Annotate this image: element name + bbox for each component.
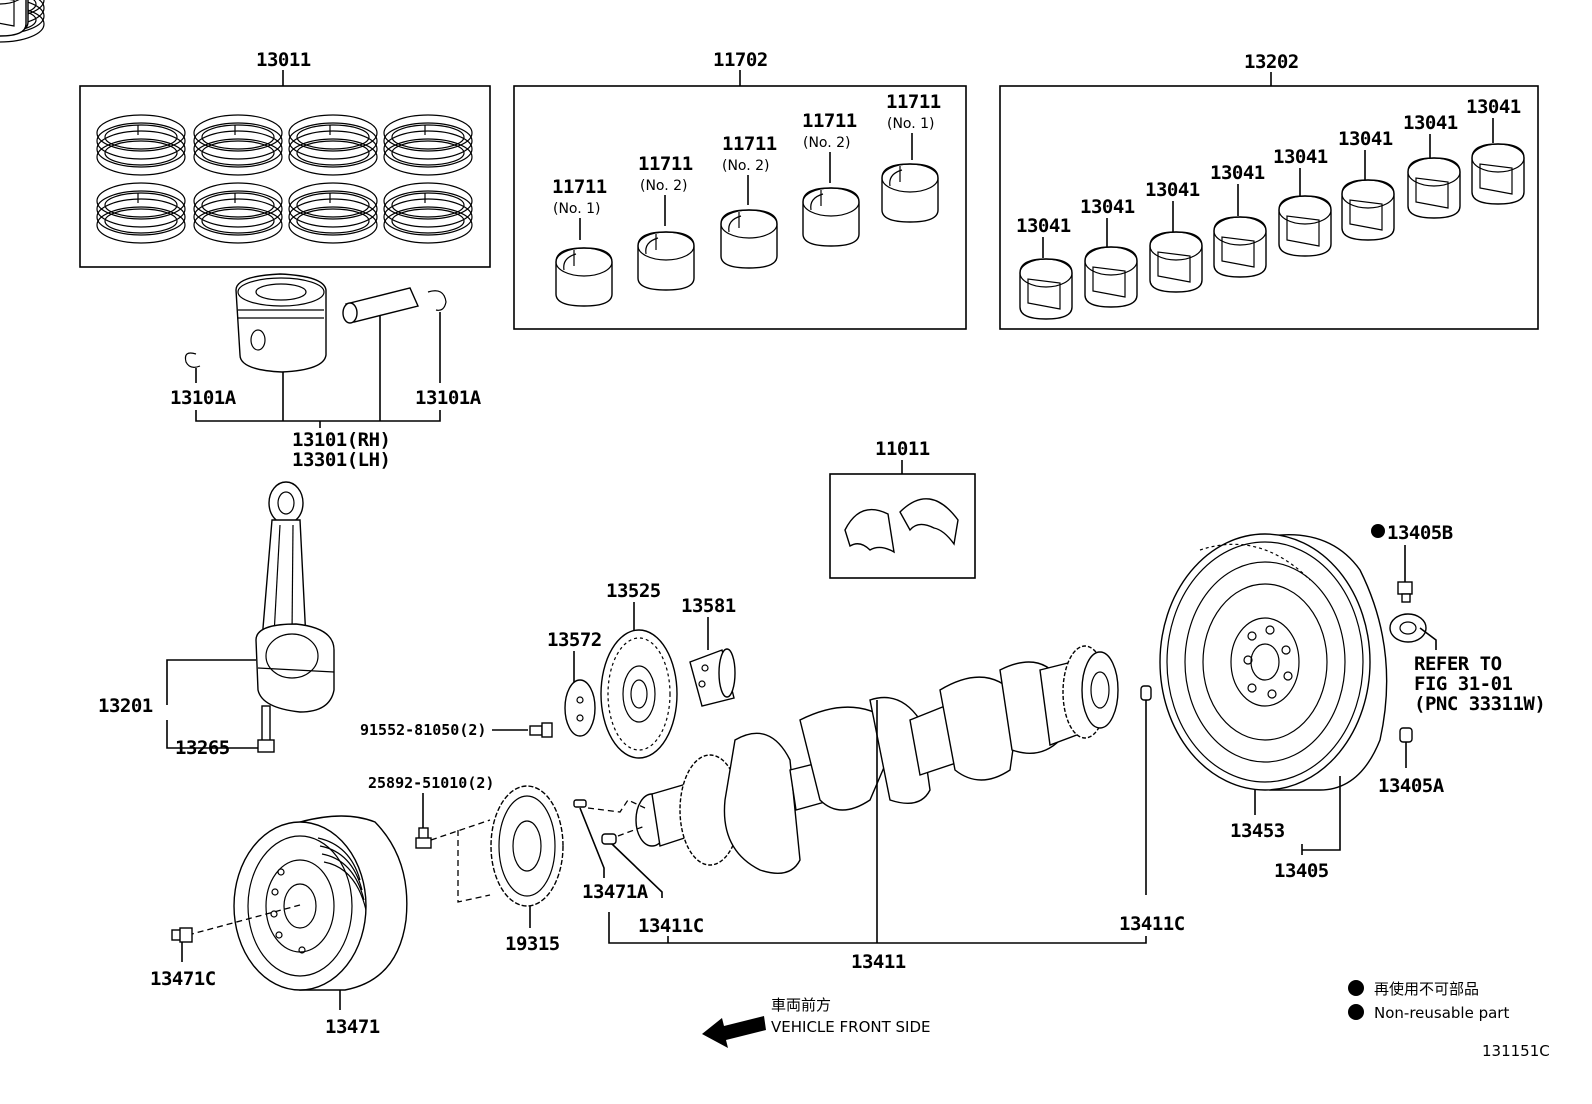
label-13041-3[interactable]: 13041 bbox=[1145, 179, 1200, 201]
pulley-bolt-icon bbox=[171, 927, 193, 943]
conrod-bearing-icons bbox=[0, 0, 939, 307]
label-13405[interactable]: 13405 bbox=[1274, 860, 1329, 882]
label-13411[interactable]: 13411 bbox=[851, 951, 906, 973]
label-13453[interactable]: 13453 bbox=[1230, 820, 1285, 842]
label-13202[interactable]: 13202 bbox=[1244, 51, 1299, 73]
label-13101A-left[interactable]: 13101A bbox=[170, 387, 237, 409]
bolt-91552-icon bbox=[529, 722, 553, 738]
label-13405A[interactable]: 13405A bbox=[1378, 775, 1445, 797]
label-13101A-right[interactable]: 13101A bbox=[415, 387, 482, 409]
label-11711-c[interactable]: 11711 bbox=[722, 133, 777, 155]
label-11711-b[interactable]: 11711 bbox=[638, 153, 693, 175]
crankshaft-icon bbox=[635, 645, 1119, 874]
label-13405B[interactable]: 13405B bbox=[1387, 522, 1453, 544]
non-reusable-dot-icon bbox=[1371, 524, 1385, 538]
label-refer-to[interactable]: REFER TO bbox=[1414, 653, 1502, 675]
label-no1-e: (No. 1) bbox=[887, 116, 935, 132]
legend-jp: 再使用不可部品 bbox=[1374, 980, 1479, 998]
vehicle-front-jp: 車両前方 bbox=[771, 996, 831, 1014]
label-refer-fig[interactable]: FIG 31-01 bbox=[1414, 673, 1513, 695]
bolt-25892-icon bbox=[415, 827, 432, 849]
pin-13411C-front-icon bbox=[601, 833, 617, 845]
thrust-washer-icons bbox=[844, 498, 959, 554]
label-13011[interactable]: 13011 bbox=[256, 49, 311, 71]
label-11011[interactable]: 11011 bbox=[875, 438, 930, 460]
label-13525[interactable]: 13525 bbox=[606, 580, 661, 602]
label-13471C[interactable]: 13471C bbox=[150, 968, 216, 990]
label-13041-7[interactable]: 13041 bbox=[1403, 112, 1458, 134]
box-conrod-bearings bbox=[513, 85, 967, 330]
pin-13411C-rear-icon bbox=[1140, 685, 1152, 701]
plate-icon bbox=[564, 679, 596, 737]
label-13471[interactable]: 13471 bbox=[325, 1016, 380, 1038]
label-13411C-rear[interactable]: 13411C bbox=[1119, 913, 1185, 935]
label-11711-a[interactable]: 11711 bbox=[552, 176, 607, 198]
flywheel-bolt-13405B-icon bbox=[1397, 581, 1413, 603]
label-refer-pnc[interactable]: (PNC 33311W) bbox=[1414, 693, 1546, 715]
label-13581[interactable]: 13581 bbox=[681, 595, 736, 617]
label-13041-2[interactable]: 13041 bbox=[1080, 196, 1135, 218]
piston-icon bbox=[235, 273, 327, 373]
label-13041-8[interactable]: 13041 bbox=[1466, 96, 1521, 118]
label-no2-c: (No. 2) bbox=[722, 158, 770, 174]
label-13201[interactable]: 13201 bbox=[98, 695, 153, 717]
timing-sprocket-icon bbox=[490, 785, 564, 907]
conrod-bolt-icon bbox=[257, 705, 275, 753]
label-13041-1[interactable]: 13041 bbox=[1016, 215, 1071, 237]
vehicle-front-arrow-icon bbox=[702, 1016, 766, 1048]
label-11702[interactable]: 11702 bbox=[713, 49, 768, 71]
main-bearing-icons bbox=[0, 0, 1525, 320]
snap-ring-left-icon bbox=[184, 352, 201, 368]
connecting-rod-icon bbox=[255, 481, 335, 713]
label-13572[interactable]: 13572 bbox=[547, 629, 602, 651]
legend-en: Non-reusable part bbox=[1374, 1004, 1509, 1022]
legend-dot-icon bbox=[1348, 980, 1364, 996]
label-11711-e[interactable]: 11711 bbox=[886, 91, 941, 113]
label-no1-a: (No. 1) bbox=[553, 201, 601, 217]
label-13265[interactable]: 13265 bbox=[175, 737, 230, 759]
gear-shaft-icon bbox=[689, 648, 736, 707]
label-19315[interactable]: 19315 bbox=[505, 933, 560, 955]
flywheel-icon bbox=[1159, 533, 1388, 791]
box-thrust-washers bbox=[829, 473, 976, 579]
label-no2-b: (No. 2) bbox=[640, 178, 688, 194]
figure-id: 131151C bbox=[1482, 1042, 1550, 1060]
label-13301LH[interactable]: 13301(LH) bbox=[292, 449, 391, 471]
box-main-bearings bbox=[999, 85, 1539, 330]
drive-gear-icon bbox=[600, 629, 678, 759]
label-13411C-front[interactable]: 13411C bbox=[638, 915, 704, 937]
snap-ring-right-icon bbox=[427, 290, 447, 311]
label-13041-5[interactable]: 13041 bbox=[1273, 146, 1328, 168]
piston-ring-set-icons bbox=[0, 0, 473, 244]
crank-pulley-icon bbox=[233, 815, 408, 991]
label-13041-4[interactable]: 13041 bbox=[1210, 162, 1265, 184]
pilot-bearing-icon bbox=[1389, 613, 1427, 643]
legend-dot-icon-2 bbox=[1348, 1004, 1364, 1020]
label-25892[interactable]: 25892-51010(2) bbox=[368, 774, 494, 792]
label-13041-6[interactable]: 13041 bbox=[1338, 128, 1393, 150]
label-no2-d: (No. 2) bbox=[803, 135, 851, 151]
label-13471A[interactable]: 13471A bbox=[582, 881, 649, 903]
piston-pin-icon bbox=[342, 287, 419, 324]
key-13471A-icon bbox=[573, 799, 587, 808]
flywheel-pin-13405A-icon bbox=[1399, 727, 1413, 743]
box-piston-rings bbox=[79, 85, 491, 268]
label-13101RH[interactable]: 13101(RH) bbox=[292, 429, 391, 451]
label-11711-d[interactable]: 11711 bbox=[802, 110, 857, 132]
label-91552[interactable]: 91552-81050(2) bbox=[360, 721, 486, 739]
vehicle-front-en: VEHICLE FRONT SIDE bbox=[771, 1018, 931, 1036]
